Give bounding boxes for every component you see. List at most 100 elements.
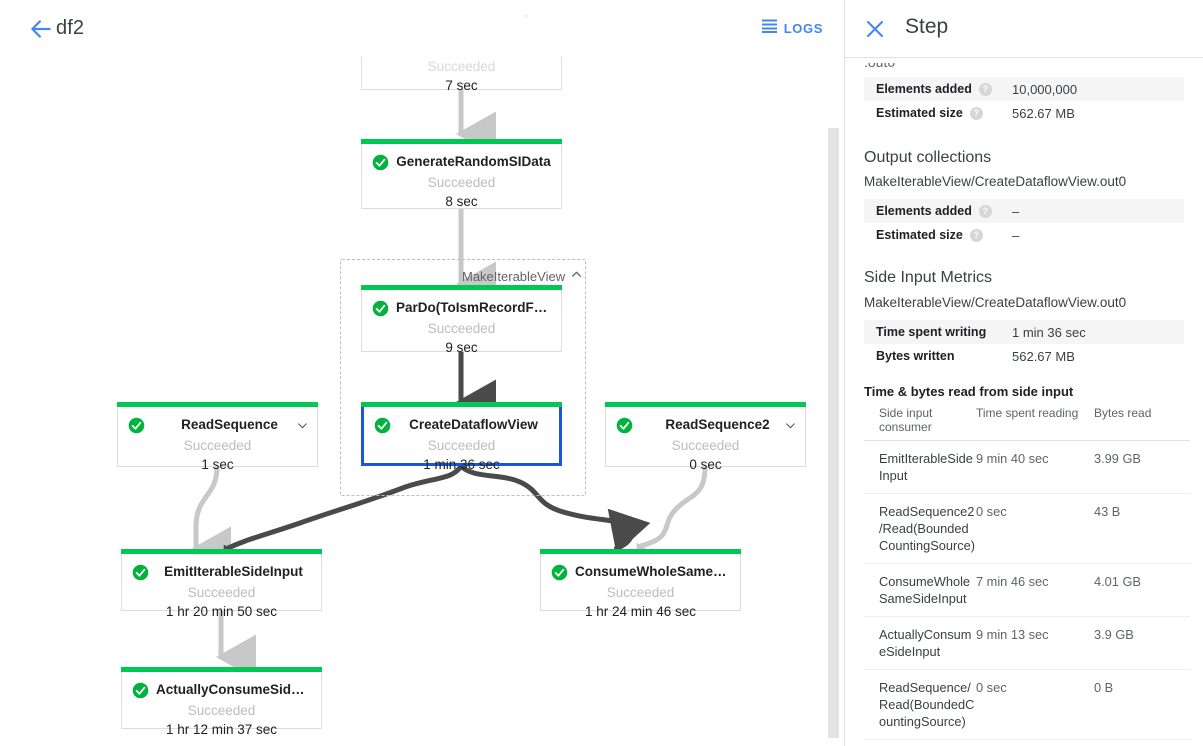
side-input-collection-name: MakeIterableView/CreateDataflowView.out0	[864, 295, 1127, 310]
metric-value: 562.67 MB	[1012, 105, 1075, 121]
node-name: ConsumeWholeSameSi…	[575, 564, 730, 579]
ghost-text-3: ··· ·· ···	[516, 24, 539, 31]
metric-key-label: Time spent writing	[876, 325, 987, 339]
graph-vertical-scrollbar[interactable]	[828, 128, 839, 738]
metric-value: 1 min 36 sec	[1012, 324, 1086, 340]
step-panel-body[interactable]: .out0 Elements added ? 10,000,000 Estima…	[845, 58, 1203, 746]
help-icon[interactable]: ?	[978, 82, 992, 96]
ghost-text-4: ■	[524, 13, 529, 20]
cell-time: 0 sec	[976, 680, 1007, 695]
graph-node-pardo-to-ism-record-for[interactable]: ParDo(ToIsmRecordFor… Succeeded 9 sec	[361, 285, 562, 355]
node-status-bar	[540, 549, 741, 554]
node-time: 1 hr 12 min 37 sec	[165, 722, 278, 737]
graph-edges	[191, 90, 708, 680]
metric-key-label: Bytes written	[876, 349, 955, 363]
table-row: ConsumeWholeSameSideInput 7 min 46 sec 4…	[864, 564, 1190, 617]
chevron-up-icon[interactable]	[570, 268, 583, 284]
metric-value: 562.67 MB	[1012, 348, 1075, 364]
close-icon[interactable]	[863, 17, 887, 41]
graph-node-consume-whole-same-side-input[interactable]: ConsumeWholeSameSi… Succeeded 1 hr 24 mi…	[540, 549, 741, 619]
table-row: ReadSequence2/Read(BoundedCountingSource…	[864, 494, 1190, 564]
node-status: Succeeded	[427, 438, 496, 453]
output-metrics-table: Elements added ? – Estimated size ? –	[864, 199, 1184, 247]
node-status: Succeeded	[187, 585, 256, 600]
output-collection-name: MakeIterableView/CreateDataflowView.out0	[864, 174, 1127, 189]
pipeline-graph-canvas[interactable]: MakeIterableView Succeeded 7 sec Generat…	[0, 57, 845, 746]
graph-node-generate-random-si-data[interactable]: GenerateRandomSIData Succeeded 8 sec	[361, 139, 562, 209]
metric-row: Estimated size ? 562.67 MB	[864, 101, 1184, 125]
cell-time: 9 min 13 sec	[976, 627, 1049, 642]
group-box-make-iterable-view[interactable]	[340, 259, 586, 496]
help-icon[interactable]: ?	[969, 106, 983, 120]
node-time: 0 sec	[689, 457, 722, 472]
cell-consumer: ReadSequence2/Read(BoundedCountingSource…	[879, 504, 976, 553]
side-input-read-table: Side input consumer Time spent reading B…	[864, 406, 1190, 740]
job-graph-pane: df2 ·· · ·· ·· ··· ··· ·· ··· ■ LOGS	[0, 13, 845, 746]
help-icon[interactable]: ?	[969, 228, 983, 242]
node-name: GenerateRandomSIData	[396, 154, 551, 169]
node-status-bar	[117, 402, 318, 407]
logs-button[interactable]: LOGS	[756, 16, 829, 41]
table-row: ActuallyConsumeSideInput 9 min 13 sec 3.…	[864, 617, 1190, 670]
graph-node-read-sequence-2[interactable]: ReadSequence2 Succeeded 0 sec	[605, 402, 806, 472]
graph-node-create-dataflow-view[interactable]: CreateDataflowView Succeeded 1 min 36 se…	[361, 402, 562, 472]
clipped-collection-name: .out0	[864, 58, 896, 70]
metric-value: 10,000,000	[1012, 81, 1078, 97]
graph-node-actually-consume-side-input[interactable]: ActuallyConsumeSideI… Succeeded 1 hr 12 …	[121, 667, 322, 737]
group-label-make-iterable-view[interactable]: MakeIterableView	[462, 268, 583, 284]
ghost-text-2: ·· ·· ···	[330, 24, 351, 31]
metric-key: Estimated size ?	[876, 106, 983, 120]
metric-key: Bytes written	[876, 349, 955, 363]
node-time: 1 hr 20 min 50 sec	[165, 604, 278, 619]
step-details-panel: Step .out0 Elements added ? 10,000,000 E…	[845, 0, 1203, 746]
table-header-row: Side input consumer Time spent reading B…	[864, 406, 1190, 441]
metric-key: Estimated size ?	[876, 228, 983, 242]
node-status: Succeeded	[606, 585, 675, 600]
graph-node-read-sequence[interactable]: ReadSequence Succeeded 1 sec	[117, 402, 318, 472]
metric-row: Bytes written 562.67 MB	[864, 344, 1184, 368]
node-name: ActuallyConsumeSideI…	[156, 682, 311, 697]
node-time: 8 sec	[445, 194, 478, 209]
node-time: 7 sec	[445, 78, 478, 93]
node-status: Succeeded	[427, 175, 496, 190]
side-input-metrics-title: Side Input Metrics	[864, 269, 993, 286]
metric-key-label: Elements added	[876, 82, 972, 96]
output-collections-title: Output collections	[864, 149, 992, 166]
help-icon[interactable]: ?	[978, 204, 992, 218]
node-name: ParDo(ToIsmRecordFor…	[396, 300, 551, 315]
node-status-bar	[121, 667, 322, 672]
chevron-down-icon[interactable]	[784, 419, 797, 437]
column-header-time: Time spent reading	[976, 406, 1079, 420]
node-status-bar	[361, 285, 562, 290]
node-status: Succeeded	[183, 438, 252, 453]
metric-key-label: Elements added	[876, 204, 972, 218]
node-status-bar	[361, 139, 562, 144]
node-name: ReadSequence	[181, 417, 278, 432]
metric-row: Elements added ? –	[864, 199, 1184, 223]
success-check-icon	[128, 417, 145, 434]
graph-node-emit-iterable-side-input[interactable]: EmitIterableSideInput Succeeded 1 hr 20 …	[121, 549, 322, 619]
metric-key: Time spent writing	[876, 325, 986, 339]
cell-consumer: ConsumeWholeSameSideInput	[879, 574, 971, 606]
node-status-bar	[605, 402, 806, 407]
node-time: 1 min 36 sec	[423, 457, 500, 472]
node-name: EmitIterableSideInput	[164, 564, 303, 579]
graph-node[interactable]: Succeeded 7 sec	[361, 57, 562, 93]
node-status: Succeeded	[187, 703, 256, 718]
cell-consumer: ReadSequence/Read(BoundedCountingSource)	[879, 680, 975, 729]
chevron-down-icon[interactable]	[296, 419, 309, 437]
node-status: Succeeded	[427, 321, 496, 336]
cell-time: 9 min 40 sec	[976, 451, 1049, 466]
table-row: ReadSequence/Read(BoundedCountingSource)…	[864, 670, 1190, 740]
success-check-icon	[372, 154, 389, 171]
metric-key: Elements added ?	[876, 204, 992, 218]
node-name: CreateDataflowView	[409, 417, 538, 432]
cell-time: 7 min 46 sec	[976, 574, 1049, 589]
cell-bytes: 43 B	[1094, 504, 1121, 519]
group-label-text: MakeIterableView	[462, 268, 566, 284]
success-check-icon	[372, 300, 389, 317]
arrow-left-icon[interactable]	[28, 16, 54, 42]
success-check-icon	[551, 564, 568, 581]
success-check-icon	[374, 417, 391, 434]
